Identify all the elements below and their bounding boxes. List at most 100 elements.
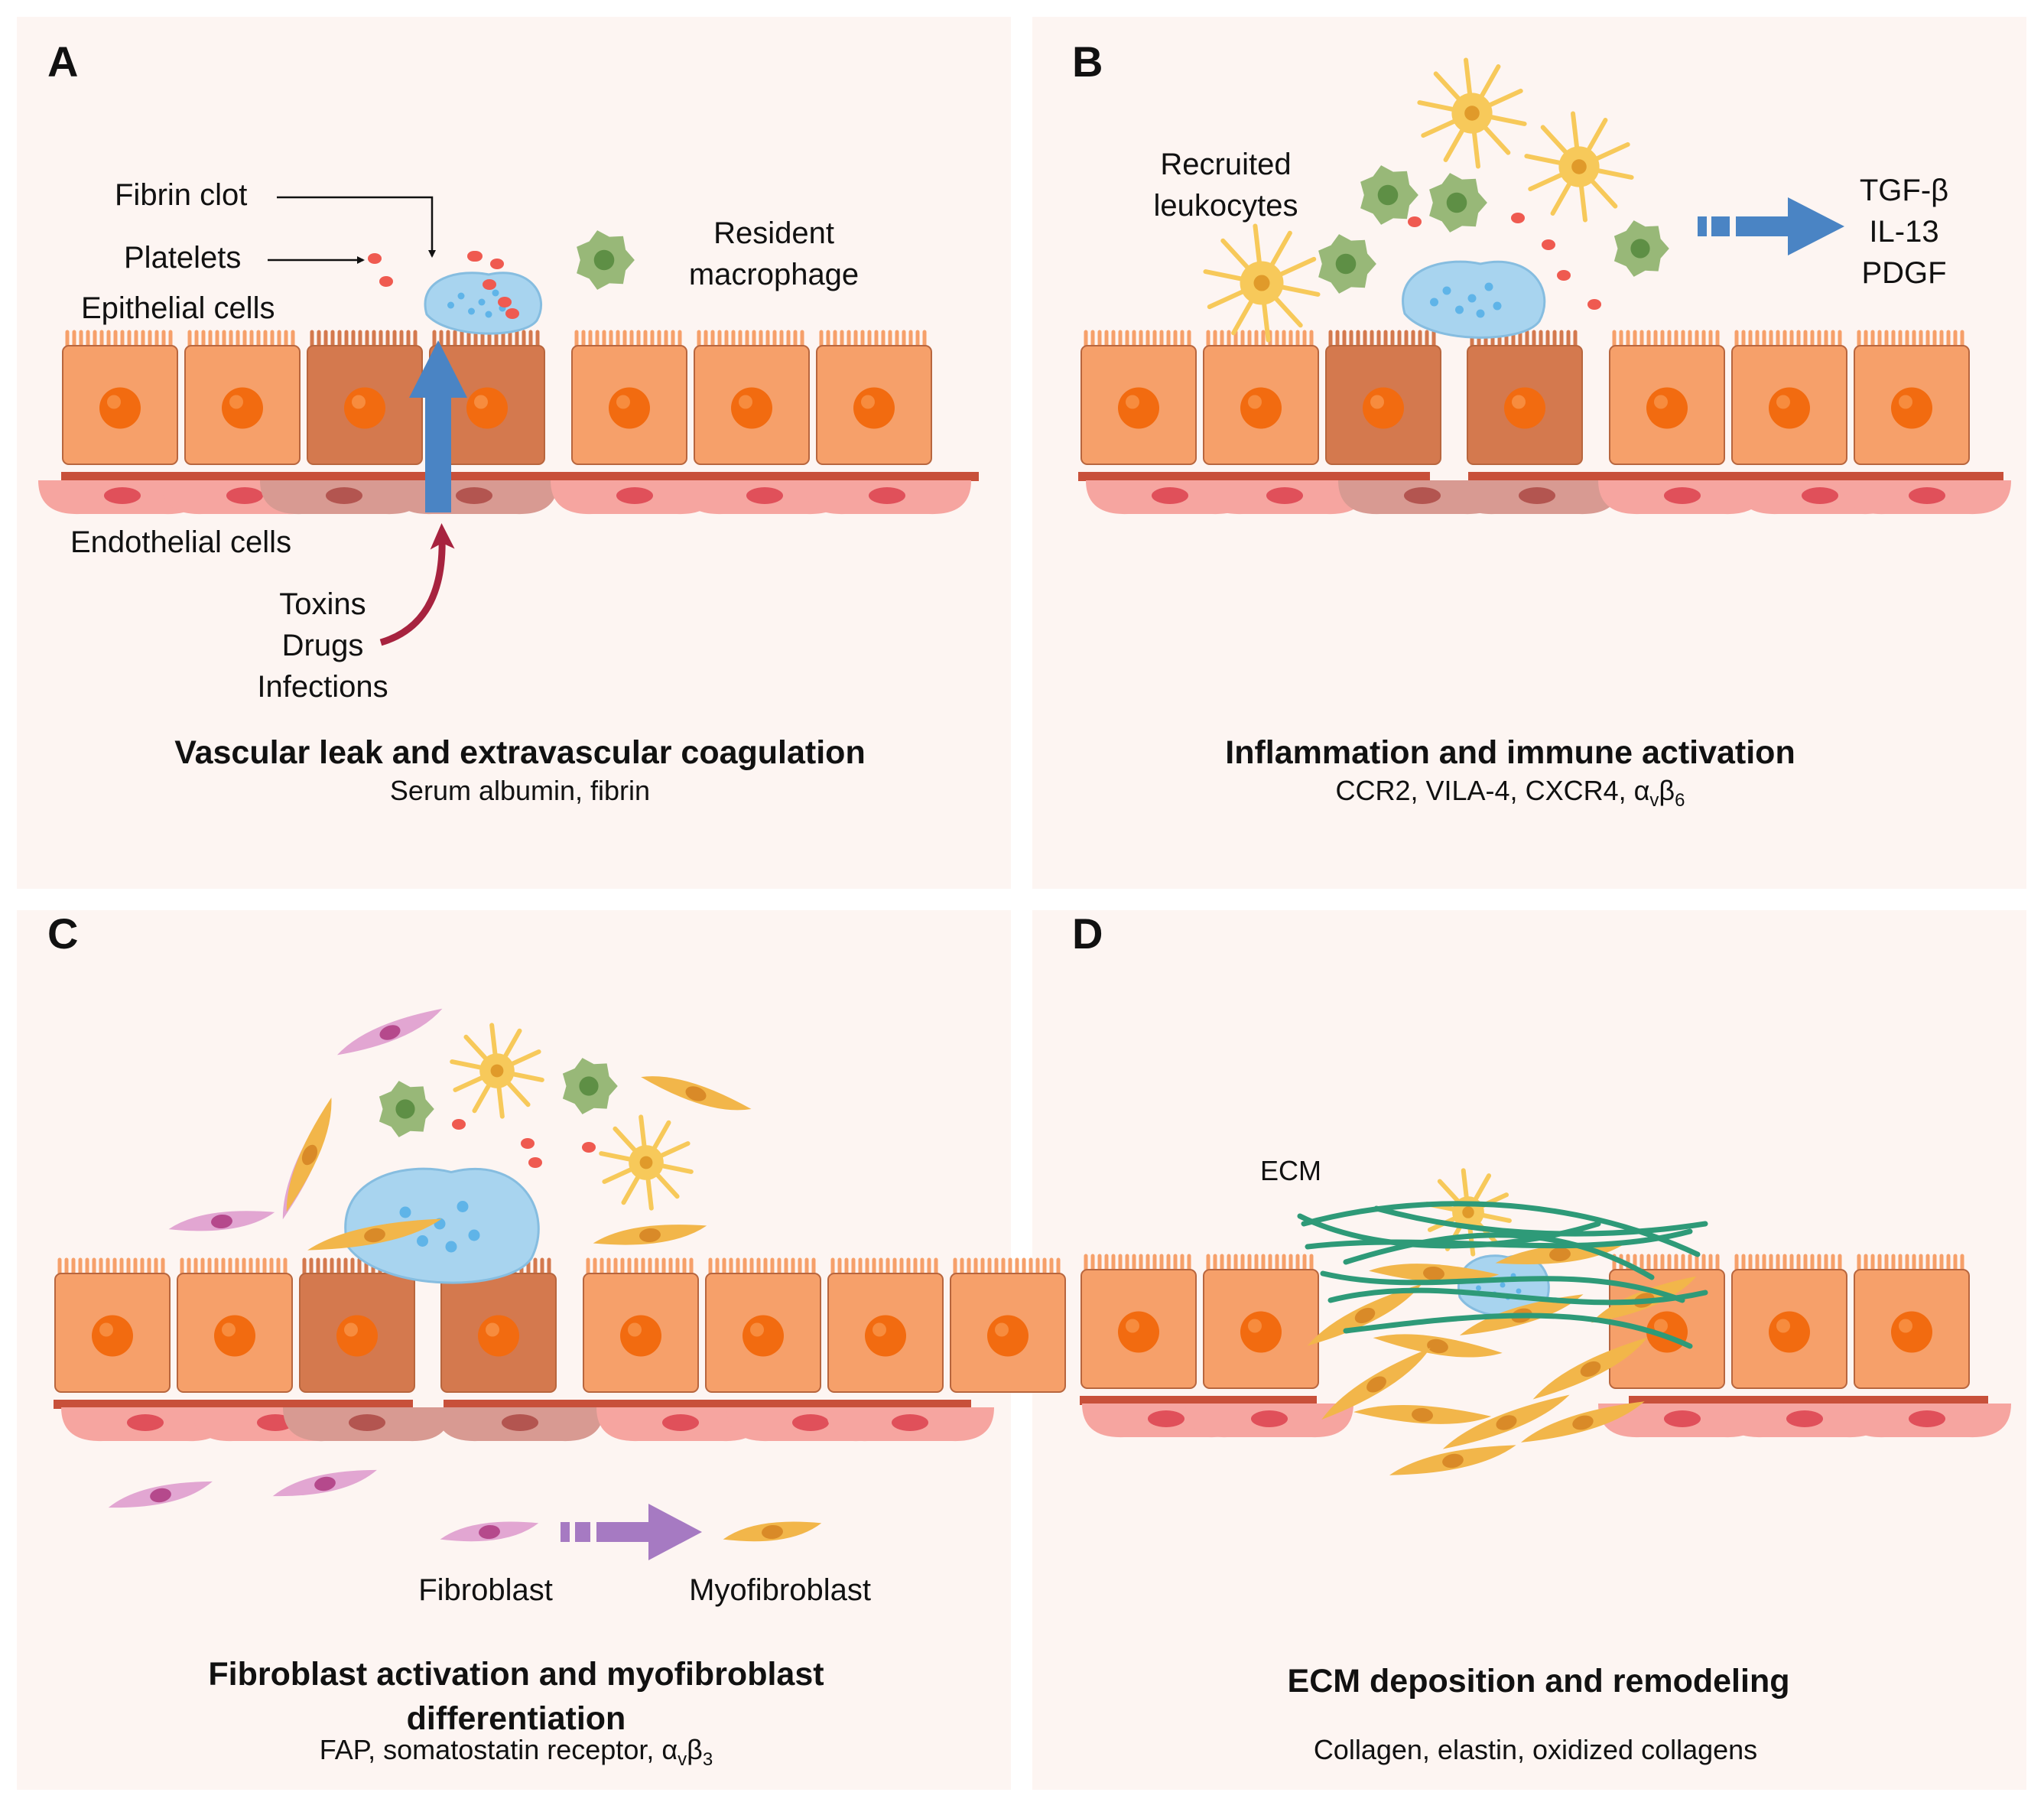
spindle-nucleus <box>1354 1307 1376 1324</box>
clot-particle <box>468 307 475 315</box>
ecm-fiber <box>1343 1232 1655 1280</box>
epithelial-cell <box>1080 1254 1197 1389</box>
panel-a-title: Vascular leak and extravascular coagulat… <box>174 734 865 771</box>
spindle-cell <box>307 1218 442 1251</box>
nucleus <box>344 387 385 429</box>
platelet <box>490 259 504 269</box>
panel-c: C Fibroblast Myofibroblast Fibroblast ac… <box>47 909 871 1770</box>
spindle-cell <box>1321 1348 1431 1420</box>
microvilli <box>953 1257 1061 1276</box>
nucleus <box>214 1315 255 1357</box>
spindle-nucleus <box>1412 1407 1433 1423</box>
macrophage-nucleus <box>1377 184 1399 206</box>
endothelial-nucleus <box>616 487 653 504</box>
basement-membrane <box>444 1400 971 1409</box>
microvilli <box>1084 330 1191 348</box>
resident-macrophage-label-2: macrophage <box>689 258 859 291</box>
epithelial-cell <box>429 330 545 465</box>
microvilli <box>1084 1254 1191 1272</box>
il13-label: IL-13 <box>1869 215 1938 249</box>
microvilli <box>1206 1254 1314 1272</box>
endothelial-cell <box>596 1407 765 1442</box>
epithelial-cell <box>1731 330 1847 465</box>
spindle-cell <box>641 1076 752 1111</box>
epithelial-cell <box>1467 330 1583 465</box>
endothelial-nucleus <box>892 1414 928 1431</box>
nucleus-highlight <box>861 395 875 409</box>
macrophage-nucleus <box>395 1099 415 1119</box>
spindle-nucleus <box>1549 1247 1571 1262</box>
spindle-nucleus <box>1496 1415 1517 1430</box>
spindle-nucleus <box>1572 1415 1594 1430</box>
clot-particle <box>492 289 499 297</box>
spindle-nucleus <box>1427 1338 1448 1354</box>
spindle-nucleus <box>301 1144 318 1166</box>
nucleus <box>1769 387 1810 429</box>
epithelial-cell <box>571 330 687 465</box>
ecm-fibers <box>1297 1201 1708 1349</box>
ecm-fiber <box>1320 1270 1685 1303</box>
fibrin-clot <box>1402 260 1546 339</box>
recruited-leukocytes-label-1: Recruited <box>1160 148 1291 181</box>
platelet <box>368 253 382 264</box>
macrophage-nucleus <box>1446 192 1467 213</box>
basement-membrane <box>54 1400 413 1409</box>
nucleus <box>987 1315 1028 1357</box>
nucleus <box>609 387 650 429</box>
panel-b-subtitle: CCR2, VILA-4, CXCR4, αvβ6 <box>1335 775 1685 811</box>
differentiation-arrow <box>561 1504 702 1560</box>
endothelial-cell <box>551 480 719 515</box>
spindle-cell <box>1353 1405 1492 1424</box>
dendritic-cell <box>1524 111 1634 223</box>
ecm-fiber <box>1343 1312 1693 1349</box>
endothelial-nucleus <box>226 487 263 504</box>
endothelial-cell <box>803 480 971 515</box>
endothelial-cell <box>1843 1404 2011 1438</box>
nucleus-highlight <box>229 395 243 409</box>
spindle-nucleus <box>1580 1361 1601 1378</box>
endothelial-nucleus <box>104 487 141 504</box>
endothelial-cell <box>283 1407 451 1442</box>
nucleus <box>1891 1311 1932 1353</box>
macrophage <box>1318 234 1376 294</box>
epithelial-cell <box>1080 330 1197 465</box>
epithelial-cell <box>177 1257 293 1393</box>
clot-particle <box>478 298 486 306</box>
clot-particle <box>1467 294 1477 303</box>
nucleus-highlight <box>1899 395 1912 409</box>
toxins-label: Toxins <box>279 587 366 621</box>
platelet <box>498 297 512 307</box>
endothelial-nucleus <box>349 1414 385 1431</box>
spindle-cell <box>1373 1334 1503 1358</box>
clot-particle <box>1476 309 1485 318</box>
nucleus-highlight <box>1126 1319 1139 1333</box>
endothelial-cell <box>1843 480 2011 515</box>
nucleus-highlight <box>1776 395 1790 409</box>
panel-d-title: ECM deposition and remodeling <box>1288 1663 1790 1700</box>
epithelial-cell <box>1609 1254 1725 1389</box>
nucleus <box>336 1315 378 1357</box>
epithelial-cell <box>1854 1254 1970 1389</box>
spindle-cell <box>286 1097 332 1212</box>
clot-particle <box>1516 1288 1522 1294</box>
epithelial-cells-label: Epithelial cells <box>81 291 275 325</box>
myofibroblast-label: Myofibroblast <box>689 1573 871 1607</box>
tgf-beta-label: TGF-β <box>1860 174 1948 207</box>
nucleus <box>853 387 895 429</box>
endothelial-nucleus <box>326 487 362 504</box>
nucleus <box>1240 387 1282 429</box>
macrophage <box>379 1081 434 1137</box>
epithelial-cell <box>694 330 810 465</box>
dendritic-cell <box>450 1023 544 1119</box>
epithelial-cell <box>307 330 423 465</box>
platelet <box>483 279 496 290</box>
nucleus-highlight <box>1654 1319 1668 1333</box>
basement-membrane <box>1078 472 1430 481</box>
spindle-cell <box>593 1225 707 1245</box>
nucleus <box>620 1315 661 1357</box>
endothelial-cell <box>826 1407 994 1442</box>
endothelial-cell <box>1201 480 1369 515</box>
macrophage-nucleus <box>579 1076 599 1096</box>
clot-particle <box>468 1229 480 1241</box>
endothelial-nucleus <box>502 1414 538 1431</box>
